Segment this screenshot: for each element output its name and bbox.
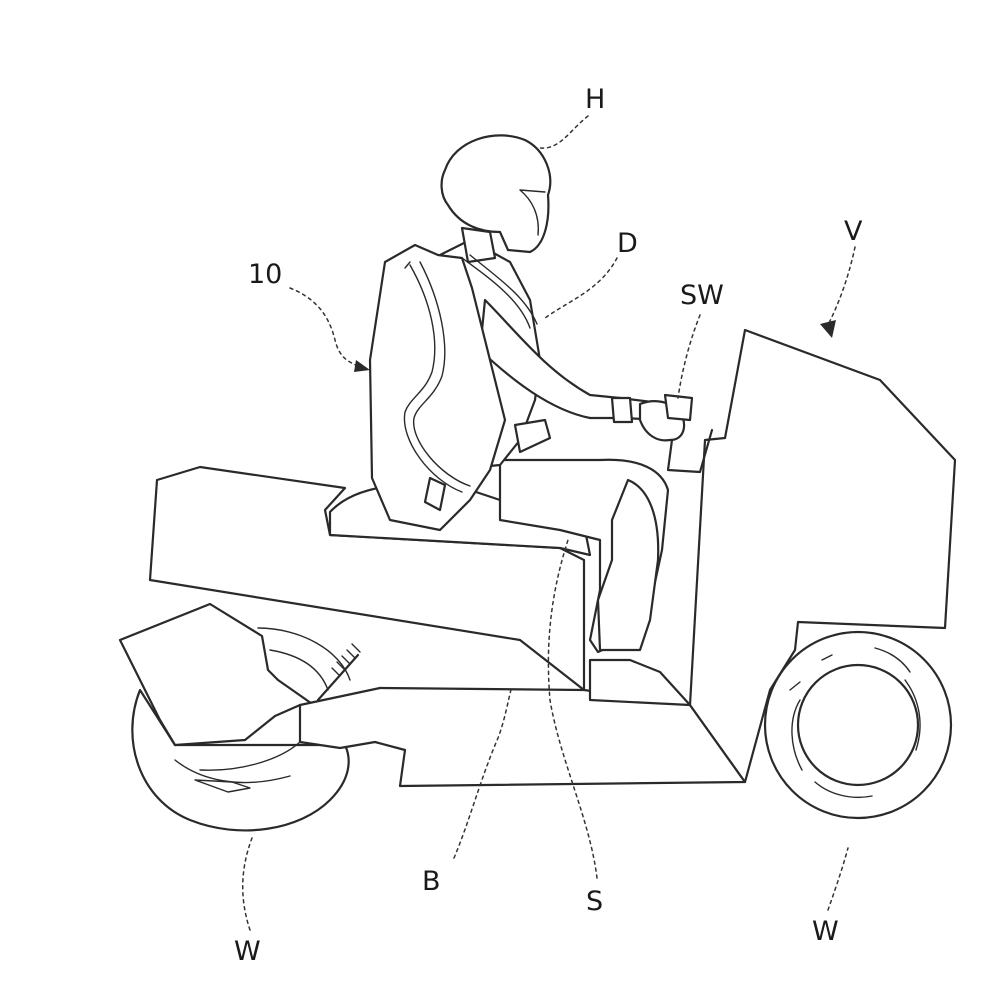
leader-lines [242, 115, 856, 931]
label-seat: S [586, 886, 603, 917]
label-front-wheel: W [812, 916, 839, 947]
label-body: B [422, 866, 441, 897]
arrow-vehicle [820, 320, 836, 338]
label-rear-wheel: W [234, 936, 261, 967]
label-airbag: 10 [248, 259, 282, 290]
front-wheel [763, 630, 953, 820]
label-vehicle: V [844, 216, 863, 247]
label-helmet: H [585, 84, 605, 115]
arrowheads [354, 320, 836, 372]
arrow-airbag [354, 360, 370, 372]
shock-absorber [316, 643, 361, 702]
airbag-vest [368, 243, 552, 532]
label-switch: SW [680, 280, 724, 311]
label-device: D [617, 228, 638, 259]
rear-wheel [131, 627, 351, 832]
switch [663, 393, 694, 422]
helmet [440, 134, 552, 254]
